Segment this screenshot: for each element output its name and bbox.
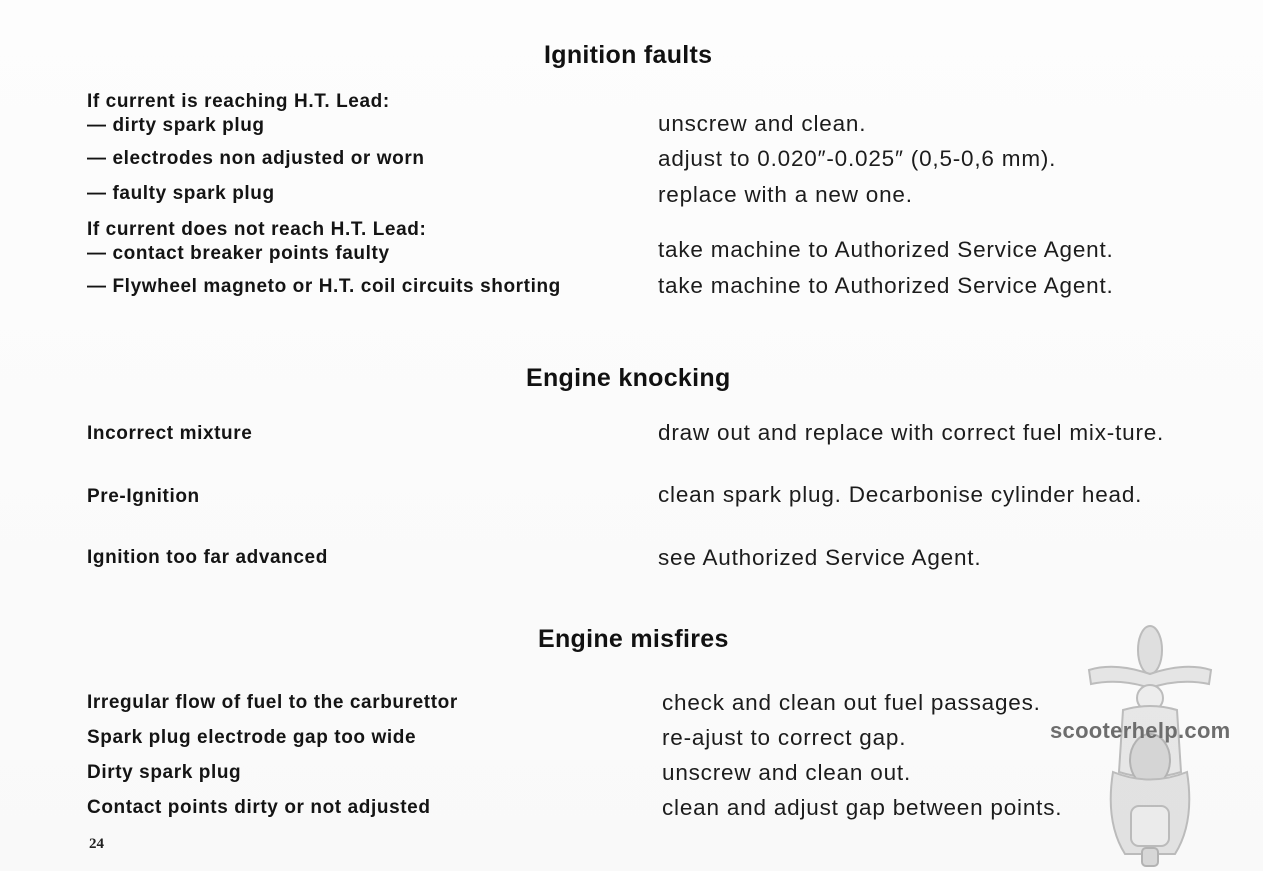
cause-item: — Flywheel magneto or H.T. coil circuits… <box>87 276 561 297</box>
cause-item: Pre-Ignition <box>87 486 200 507</box>
cause-item: Dirty spark plug <box>87 762 242 783</box>
remedy-item: unscrew and clean out. <box>662 760 911 785</box>
cause-item: — contact breaker points faulty <box>87 243 390 264</box>
cause-item: — dirty spark plug <box>87 115 265 136</box>
cause-subheading: If current is reaching H.T. Lead: <box>87 91 390 112</box>
page-number: 24 <box>89 836 104 852</box>
remedy-item: take machine to Authorized Service Agent… <box>658 237 1114 262</box>
remedy-item: adjust to 0.020″-0.025″ (0,5-0,6 mm). <box>658 146 1057 171</box>
remedy-item: replace with a new one. <box>658 182 913 207</box>
section-title-engine-misfires: Engine misfires <box>538 625 729 653</box>
section-title-engine-knocking: Engine knocking <box>526 364 731 392</box>
cause-item: Contact points dirty or not adjusted <box>87 797 431 818</box>
cause-item: Spark plug electrode gap too wide <box>87 727 417 748</box>
remedy-item: re-ajust to correct gap. <box>662 725 907 750</box>
cause-item: — faulty spark plug <box>87 183 275 204</box>
cause-subheading: If current does not reach H.T. Lead: <box>87 219 427 240</box>
cause-item: Incorrect mixture <box>87 423 253 444</box>
remedy-item: check and clean out fuel passages. <box>662 690 1041 715</box>
remedy-item: draw out and replace with correct fuel m… <box>658 420 1165 445</box>
remedy-item: take machine to Authorized Service Agent… <box>658 273 1114 298</box>
watermark-text: scooterhelp.com <box>1050 718 1231 743</box>
section-title-ignition-faults: Ignition faults <box>544 41 713 69</box>
remedy-item: clean spark plug. Decarbonise cylinder h… <box>658 482 1143 507</box>
scooter-icon <box>1087 625 1213 867</box>
remedy-item: clean and adjust gap between points. <box>662 795 1063 820</box>
cause-item: — electrodes non adjusted or worn <box>87 148 425 169</box>
cause-item: Irregular flow of fuel to the carburetto… <box>87 692 458 713</box>
cause-item: Ignition too far advanced <box>87 547 328 568</box>
remedy-item: unscrew and clean. <box>658 111 867 136</box>
remedy-item: see Authorized Service Agent. <box>658 545 982 570</box>
